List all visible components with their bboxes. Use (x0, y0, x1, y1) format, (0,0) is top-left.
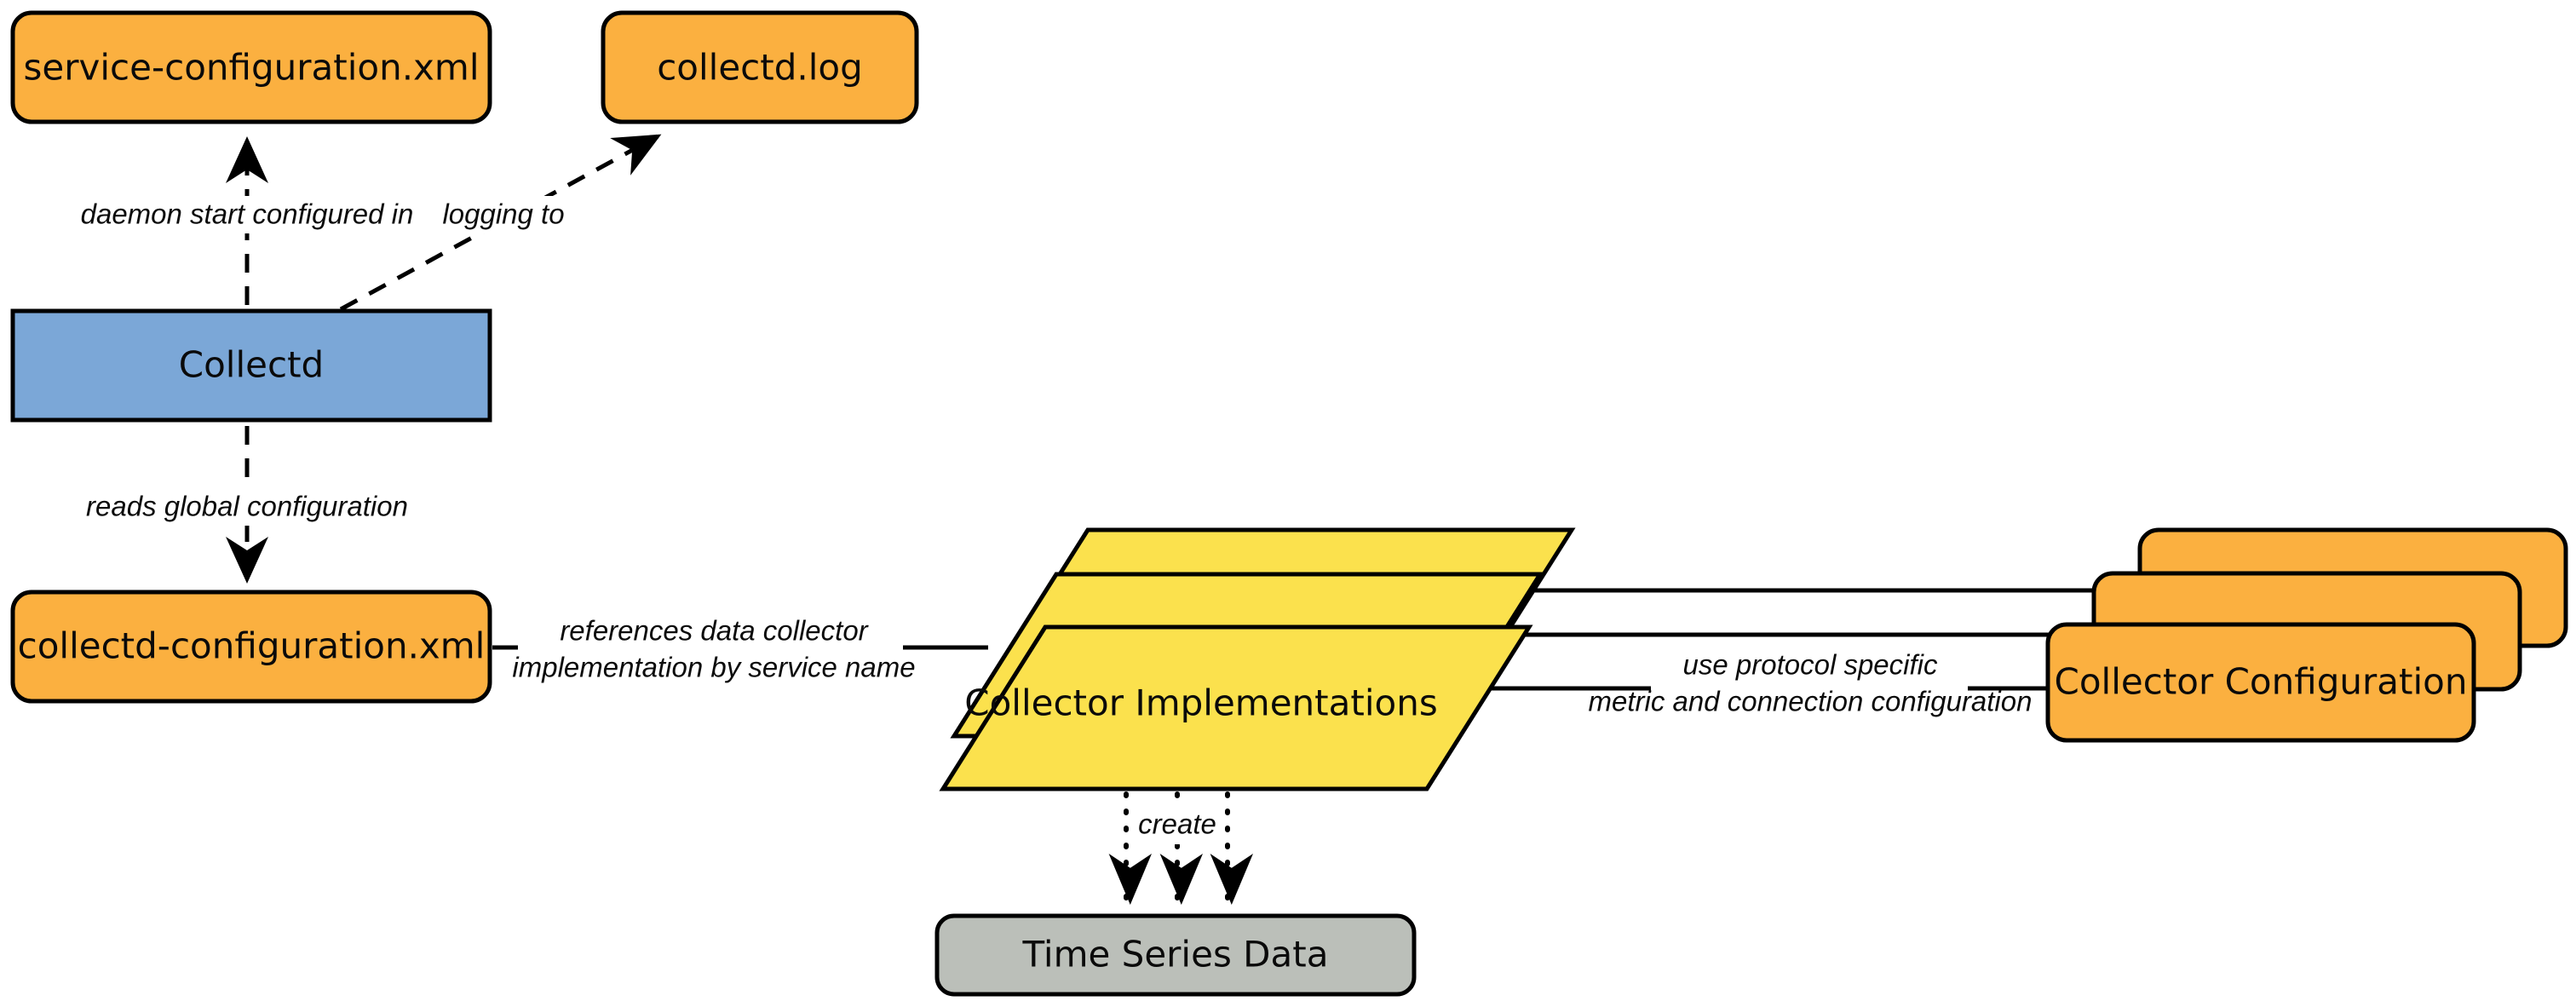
node-shape-collectd-configuration-xml[interactable] (10, 590, 492, 704)
node-shape-collectd-log[interactable] (601, 10, 919, 124)
node-label-collector-implementations: Collector Implementations (964, 682, 1437, 724)
node-time-series-data[interactable]: Time Series Data (934, 913, 1417, 997)
node-label-time-series-data: Time Series Data (1022, 934, 1329, 975)
edge-label-backdrop-logging-to (424, 196, 586, 233)
edge-label-daemon-start-configured-in: daemon start configured in (75, 196, 420, 233)
edge-label-text-use-protocol-specific-line1: use protocol specific (1683, 649, 1938, 681)
node-label-service-configuration-xml: service-configuration.xml (24, 47, 480, 89)
node-label-collectd: Collectd (179, 344, 324, 386)
edge-label-use-protocol-specific: use protocol specific metric and connect… (1589, 647, 2033, 717)
node-service-configuration-xml[interactable]: service-configuration.xml (10, 10, 492, 124)
edge-label-create: create (1138, 807, 1216, 844)
edge-label-text-references-data-collector-line1: references data collector (560, 615, 869, 647)
edge-label-backdrop-daemon-start (75, 196, 420, 233)
node-label-collector-configuration: Collector Configuration (2055, 661, 2468, 703)
node-shape-collector-configuration-front[interactable] (2045, 622, 2476, 743)
edge-create (1108, 740, 1253, 907)
node-collectd[interactable]: Collectd (10, 308, 492, 423)
edge-label-text-references-data-collector-line2: implementation by service name (512, 652, 915, 683)
node-collectd-log[interactable]: collectd.log (601, 10, 919, 124)
edge-label-text-daemon-start-configured-in: daemon start configured in (81, 199, 414, 230)
edge-label-references-data-collector: references data collector implementation… (512, 612, 916, 690)
edge-label-backdrop-use-protocol-1 (1640, 647, 1981, 685)
node-shape-collectd[interactable] (10, 308, 492, 423)
edge-label-text-reads-global-configuration: reads global configuration (86, 491, 408, 522)
node-shape-collector-implementations-front[interactable] (939, 624, 1533, 791)
edge-label-text-logging-to: logging to (442, 199, 564, 230)
node-collectd-configuration-xml[interactable]: collectd-configuration.xml (10, 590, 492, 704)
node-shape-service-configuration-xml[interactable] (10, 10, 492, 124)
edge-label-text-create: create (1138, 808, 1216, 840)
edge-label-text-use-protocol-specific-line2: metric and connection configuration (1589, 686, 2033, 717)
node-label-collectd-configuration-xml: collectd-configuration.xml (18, 625, 486, 667)
edge-use-protocol-specific (1448, 588, 2147, 691)
node-collector-configuration[interactable]: Collector Configuration (2045, 527, 2568, 743)
edge-label-reads-global-configuration: reads global configuration (86, 488, 408, 526)
edge-label-backdrop-create (1141, 807, 1214, 844)
edge-label-logging-to: logging to (424, 196, 586, 233)
node-shape-time-series-data[interactable] (934, 913, 1417, 997)
node-label-collectd-log: collectd.log (657, 47, 863, 89)
edge-label-backdrop-reads-global (92, 488, 407, 526)
node-collector-implementations[interactable]: Collector Implementations (939, 527, 1576, 791)
edge-label-backdrop-references-data-collector (518, 612, 903, 690)
